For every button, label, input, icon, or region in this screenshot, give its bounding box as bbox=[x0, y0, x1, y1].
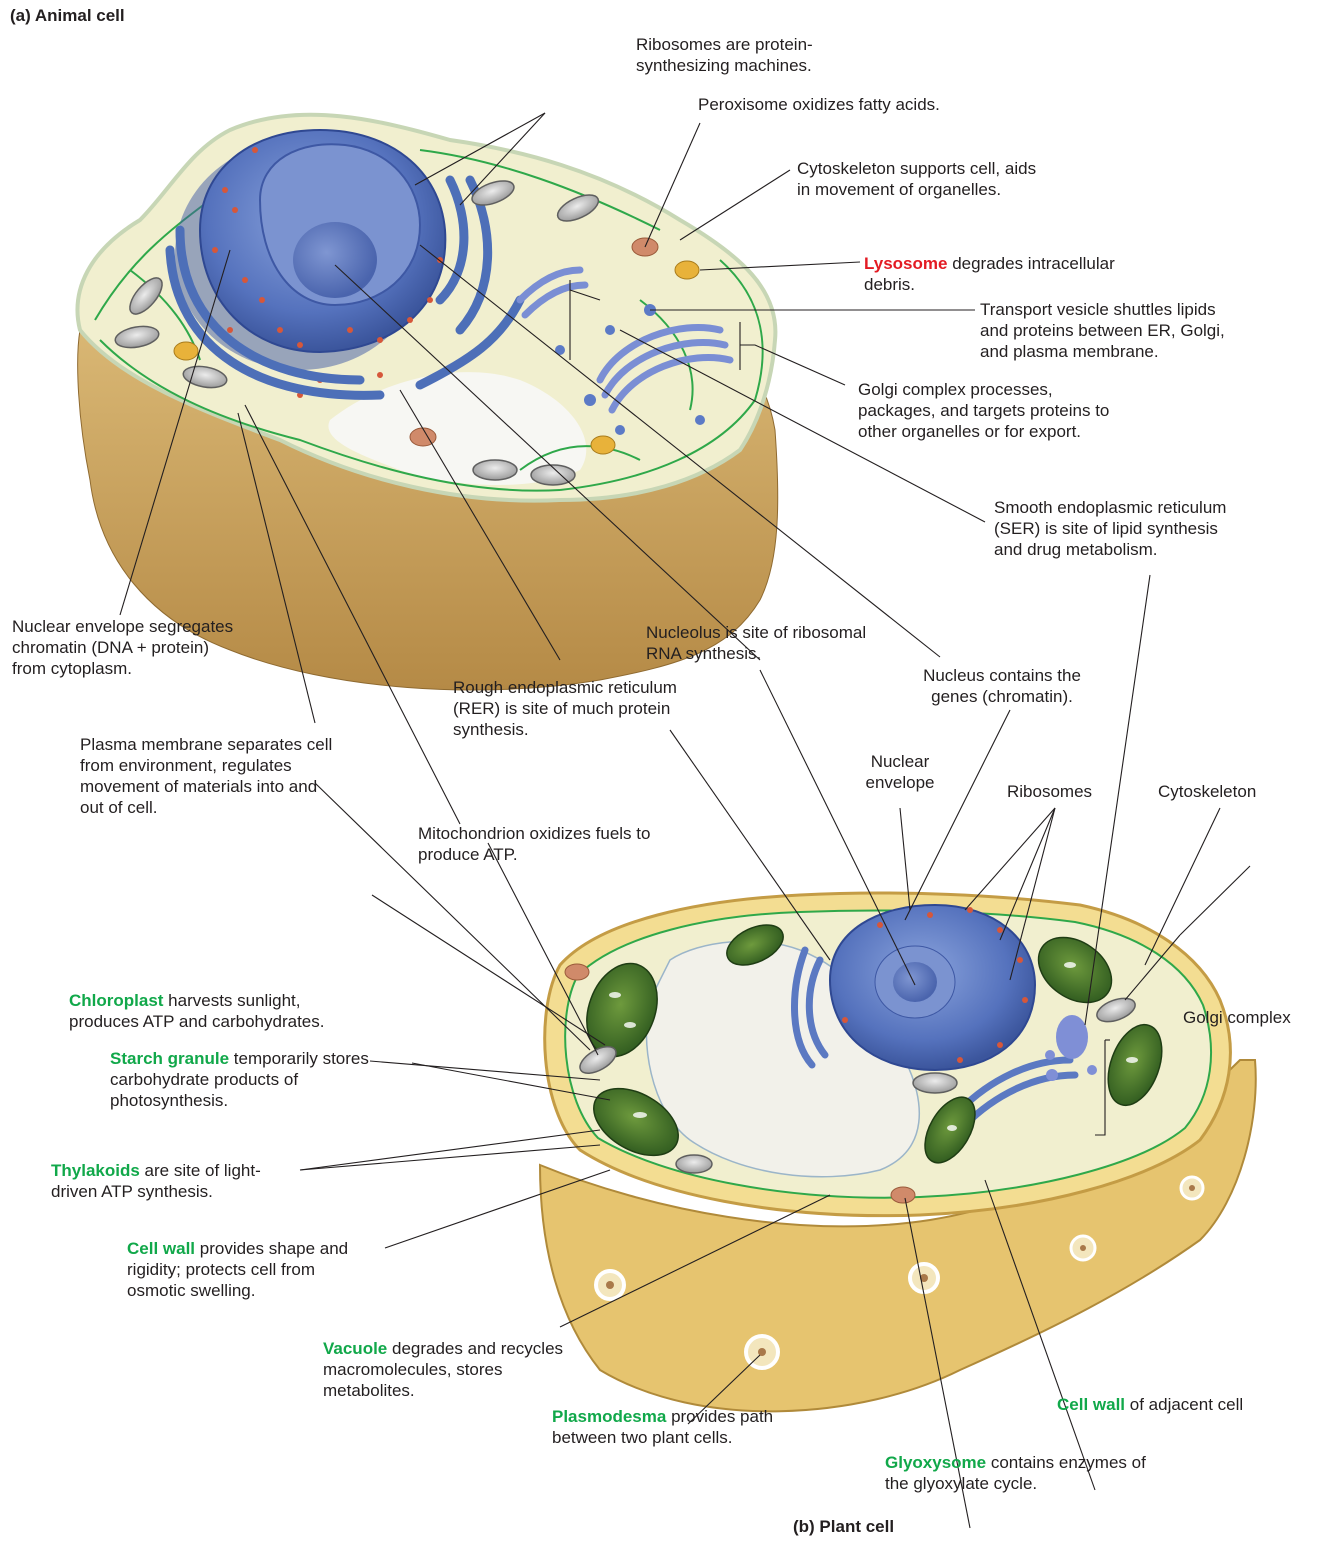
label-golgi-plant: Golgi complex bbox=[1183, 1007, 1291, 1028]
label-cell-wall-adjacent: Cell wall of adjacent cell bbox=[1057, 1394, 1243, 1415]
label-ribosomes-animal: Ribosomes are protein- synthesizing mach… bbox=[636, 34, 813, 76]
label-glyoxysome-term: Glyoxysome bbox=[885, 1453, 986, 1472]
label-ribosomes-plant: Ribosomes bbox=[1007, 781, 1092, 802]
label-lysosome: Lysosome degrades intracellular debris. bbox=[864, 253, 1115, 295]
label-chloroplast: Chloroplast harvests sunlight, produces … bbox=[69, 990, 324, 1032]
label-thylakoids-term: Thylakoids bbox=[51, 1161, 140, 1180]
label-nucleus: Nucleus contains the genes (chromatin). bbox=[902, 665, 1102, 707]
animal-lysosome-3 bbox=[591, 436, 615, 454]
plant-cell bbox=[540, 893, 1256, 1411]
animal-cell bbox=[78, 115, 778, 690]
label-starch-granule: Starch granule temporarily stores carboh… bbox=[110, 1048, 369, 1111]
animal-nucleolus bbox=[293, 222, 377, 298]
label-starch-term: Starch granule bbox=[110, 1049, 229, 1068]
label-nuclear-envelope-animal: Nuclear envelope segregates chromatin (D… bbox=[12, 616, 233, 679]
label-peroxisome: Peroxisome oxidizes fatty acids. bbox=[698, 94, 940, 115]
plant-glyoxysome bbox=[891, 1187, 915, 1203]
plant-peroxisome bbox=[565, 964, 589, 980]
label-cytoskeleton-plant: Cytoskeleton bbox=[1158, 781, 1256, 802]
panel-a-title: (a) Animal cell bbox=[10, 6, 125, 26]
label-cell-wall-adjacent-term: Cell wall bbox=[1057, 1395, 1125, 1414]
label-cell-wall-adjacent-desc: of adjacent cell bbox=[1125, 1395, 1243, 1414]
label-plasma-membrane: Plasma membrane separates cell from envi… bbox=[80, 734, 332, 818]
label-vacuole: Vacuole degrades and recycles macromolec… bbox=[323, 1338, 563, 1401]
label-vacuole-term: Vacuole bbox=[323, 1339, 387, 1358]
label-plasmodesma: Plasmodesma provides path between two pl… bbox=[552, 1406, 773, 1448]
animal-lysosome bbox=[675, 261, 699, 279]
label-nucleolus: Nucleolus is site of ribosomal RNA synth… bbox=[646, 622, 866, 664]
label-plasmodesma-term: Plasmodesma bbox=[552, 1407, 666, 1426]
label-rer: Rough endoplasmic reticulum (RER) is sit… bbox=[453, 677, 677, 740]
label-cytoskeleton-animal: Cytoskeleton supports cell, aids in move… bbox=[797, 158, 1036, 200]
label-ser: Smooth endoplasmic reticulum (SER) is si… bbox=[994, 497, 1226, 560]
label-cell-wall-term: Cell wall bbox=[127, 1239, 195, 1258]
label-thylakoids: Thylakoids are site of light- driven ATP… bbox=[51, 1160, 261, 1202]
label-chloroplast-term: Chloroplast bbox=[69, 991, 163, 1010]
label-lysosome-term: Lysosome bbox=[864, 254, 947, 273]
label-mitochondrion: Mitochondrion oxidizes fuels to produce … bbox=[418, 823, 650, 865]
plant-nucleolus bbox=[893, 962, 937, 1002]
label-glyoxysome: Glyoxysome contains enzymes of the glyox… bbox=[885, 1452, 1146, 1494]
label-golgi-animal: Golgi complex processes, packages, and t… bbox=[858, 379, 1109, 442]
panel-b-title: (b) Plant cell bbox=[793, 1517, 894, 1537]
label-nuclear-envelope-plant: Nuclear envelope bbox=[855, 751, 945, 793]
label-cell-wall: Cell wall provides shape and rigidity; p… bbox=[127, 1238, 348, 1301]
label-transport-vesicle: Transport vesicle shuttles lipids and pr… bbox=[980, 299, 1225, 362]
animal-lysosome-2 bbox=[174, 342, 198, 360]
